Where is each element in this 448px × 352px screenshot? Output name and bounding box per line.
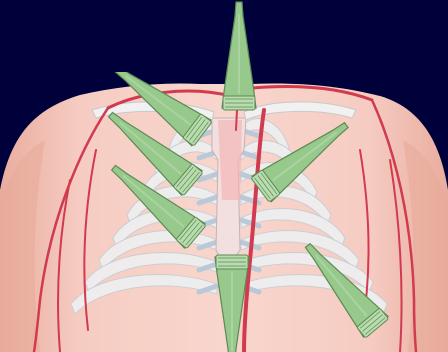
- header-band: [0, 0, 448, 72]
- manubrium-highlight: [218, 120, 242, 200]
